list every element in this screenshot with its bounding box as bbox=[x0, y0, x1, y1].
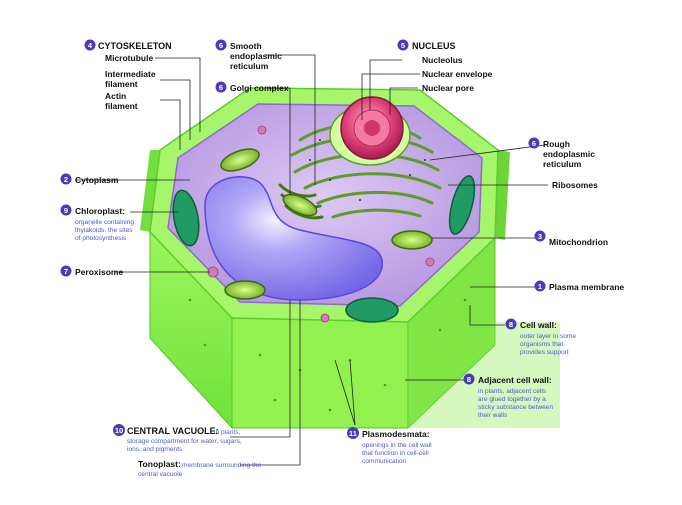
svg-text:Microtubule: Microtubule bbox=[105, 53, 153, 63]
svg-text:filament: filament bbox=[105, 79, 138, 89]
svg-text:Peroxisome: Peroxisome bbox=[75, 267, 123, 277]
svg-text:10: 10 bbox=[115, 426, 123, 435]
svg-text:that function in cell-cell: that function in cell-cell bbox=[362, 450, 429, 457]
label-cytoskeleton: 4 CYTOSKELETON Microtubule Intermediate … bbox=[84, 39, 172, 111]
svg-text:their walls: their walls bbox=[478, 412, 508, 419]
svg-text:sticky substance between: sticky substance between bbox=[478, 404, 553, 411]
svg-text:NUCLEUS: NUCLEUS bbox=[412, 41, 456, 51]
label-golgi: 6 Golgi complex bbox=[215, 81, 289, 93]
label-central-vacuole: 10 CENTRAL VACUOLE: in plants, storage c… bbox=[113, 424, 242, 453]
svg-text:5: 5 bbox=[401, 41, 405, 50]
label-cell-wall: 8 Cell wall: outer layer in some organis… bbox=[505, 318, 576, 356]
svg-text:Cytoplasm: Cytoplasm bbox=[75, 175, 119, 185]
label-peroxisome: 7 Peroxisome bbox=[60, 265, 123, 277]
label-plasma-membrane: 1 Plasma membrane bbox=[534, 280, 624, 292]
svg-text:membrane surrounding the: membrane surrounding the bbox=[182, 462, 262, 469]
svg-text:4: 4 bbox=[88, 41, 93, 50]
svg-text:ions, and pigments: ions, and pigments bbox=[127, 446, 183, 453]
svg-text:Plasmodesmata:: Plasmodesmata: bbox=[362, 429, 430, 439]
svg-text:Golgi complex: Golgi complex bbox=[230, 83, 289, 93]
svg-text:Nuclear envelope: Nuclear envelope bbox=[422, 69, 493, 79]
label-cytoplasm: 2 Cytoplasm bbox=[60, 173, 119, 185]
label-mitochondrion: 3 Mitochondrion bbox=[534, 230, 608, 247]
svg-text:6: 6 bbox=[219, 83, 223, 92]
svg-text:organelle containing: organelle containing bbox=[75, 219, 134, 226]
svg-text:8: 8 bbox=[467, 375, 471, 384]
svg-text:8: 8 bbox=[509, 320, 513, 329]
svg-text:storage compartment for water,: storage compartment for water, sugars, bbox=[127, 438, 242, 445]
svg-text:11: 11 bbox=[349, 429, 357, 438]
svg-text:endoplasmic: endoplasmic bbox=[543, 149, 595, 159]
svg-text:Rough: Rough bbox=[543, 139, 570, 149]
svg-text:3: 3 bbox=[538, 232, 542, 241]
svg-text:2: 2 bbox=[64, 175, 68, 184]
label-smooth-er: 6 Smooth endoplasmic reticulum bbox=[215, 39, 282, 71]
svg-text:thylakoids, the sites: thylakoids, the sites bbox=[75, 227, 133, 234]
svg-text:in plants,: in plants, bbox=[214, 429, 241, 436]
mitochondria bbox=[220, 148, 433, 300]
label-adjacent-cell-wall: 8 Adjacent cell wall: in plants, adjacen… bbox=[463, 373, 553, 419]
svg-text:6: 6 bbox=[219, 41, 223, 50]
svg-text:outer layer in some: outer layer in some bbox=[520, 333, 576, 340]
svg-text:in plants, adjacent cells: in plants, adjacent cells bbox=[478, 388, 547, 395]
svg-text:Smooth: Smooth bbox=[230, 41, 262, 51]
svg-text:CYTOSKELETON: CYTOSKELETON bbox=[98, 41, 172, 51]
svg-text:Cell wall:: Cell wall: bbox=[520, 320, 557, 330]
svg-text:organisms that: organisms that bbox=[520, 341, 563, 348]
svg-text:Nuclear pore: Nuclear pore bbox=[422, 83, 474, 93]
svg-text:openings in the cell wall: openings in the cell wall bbox=[362, 442, 432, 449]
svg-text:Nucleolus: Nucleolus bbox=[422, 55, 463, 65]
svg-text:filament: filament bbox=[105, 101, 138, 111]
svg-text:Tonoplast:: Tonoplast: bbox=[138, 459, 181, 469]
svg-text:of photosynthesis: of photosynthesis bbox=[75, 235, 127, 242]
svg-text:endoplasmic: endoplasmic bbox=[230, 51, 282, 61]
label-plasmodesmata: 11 Plasmodesmata: openings in the cell w… bbox=[347, 427, 432, 465]
svg-text:6: 6 bbox=[532, 139, 536, 148]
svg-text:Adjacent cell wall:: Adjacent cell wall: bbox=[478, 375, 552, 385]
svg-text:Plasma membrane: Plasma membrane bbox=[549, 282, 624, 292]
svg-text:reticulum: reticulum bbox=[230, 61, 269, 71]
svg-text:are glued together by a: are glued together by a bbox=[478, 396, 546, 403]
peroxisomes bbox=[207, 125, 435, 323]
svg-text:Mitochondrion: Mitochondrion bbox=[549, 237, 608, 247]
svg-text:7: 7 bbox=[64, 267, 68, 276]
label-ribosomes: Ribosomes bbox=[552, 180, 598, 190]
nucleus bbox=[329, 96, 411, 166]
label-nucleus: 5 NUCLEUS Nucleolus Nuclear envelope Nuc… bbox=[397, 39, 493, 93]
svg-text:reticulum: reticulum bbox=[543, 159, 582, 169]
svg-text:provides support: provides support bbox=[520, 349, 569, 356]
svg-text:Ribosomes: Ribosomes bbox=[552, 180, 598, 190]
svg-text:1: 1 bbox=[538, 282, 542, 291]
svg-text:central vacuole: central vacuole bbox=[138, 471, 183, 478]
chloroplast-group bbox=[172, 175, 476, 323]
svg-text:9: 9 bbox=[64, 206, 68, 215]
leader-lines bbox=[75, 54, 548, 466]
label-chloroplast: 9 Chloroplast: organelle containing thyl… bbox=[60, 204, 134, 242]
svg-text:CENTRAL VACUOLE:: CENTRAL VACUOLE: bbox=[127, 426, 219, 436]
svg-text:Intermediate: Intermediate bbox=[105, 69, 156, 79]
svg-text:Chloroplast:: Chloroplast: bbox=[75, 206, 125, 216]
svg-text:Actin: Actin bbox=[105, 91, 126, 101]
svg-text:communication: communication bbox=[362, 458, 407, 465]
label-rough-er: 6 Rough endoplasmic reticulum bbox=[528, 137, 595, 169]
label-tonoplast: Tonoplast: membrane surrounding the cent… bbox=[138, 459, 262, 478]
